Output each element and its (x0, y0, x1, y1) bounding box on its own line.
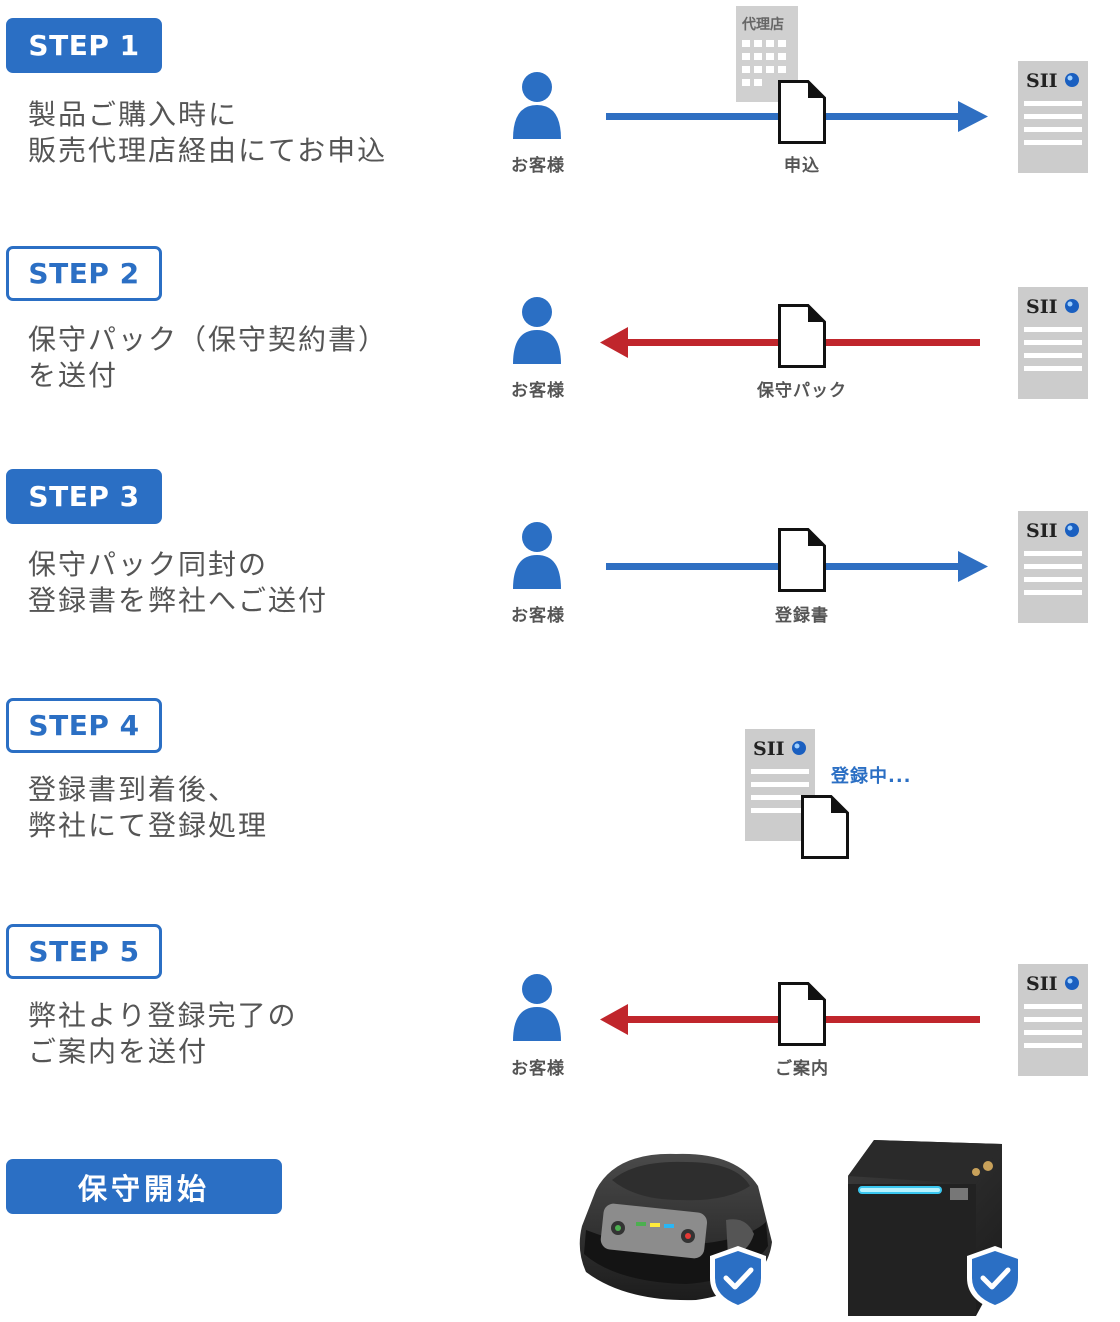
step2-badge: STEP 2 (6, 246, 162, 301)
document-icon (778, 528, 826, 592)
sii-logo: SII (1026, 520, 1058, 542)
document-icon (801, 795, 849, 859)
sii-building-icon (1018, 964, 1088, 1076)
customer-person-icon (513, 297, 561, 364)
step3-description: 保守パック同封の 登録書を弊社へご送付 (28, 548, 329, 617)
step2-description: 保守パック（保守契約書） を送付 (28, 323, 389, 392)
step5-customer-label: お客様 (511, 1059, 565, 1079)
desktop-printer-image (848, 1140, 1002, 1316)
step1-customer-label: お客様 (511, 156, 565, 176)
sii-building-icon (1018, 511, 1088, 623)
customer-person-icon (513, 72, 561, 139)
step2-customer-label: お客様 (511, 381, 565, 401)
sii-logo: SII (1026, 70, 1058, 92)
sii-logo: SII (1026, 973, 1058, 995)
step5-badge: STEP 5 (6, 924, 162, 979)
step5-doc-label: ご案内 (775, 1059, 829, 1079)
document-icon (778, 304, 826, 368)
customer-person-icon (513, 974, 561, 1041)
sii-logo: SII (1026, 296, 1058, 318)
step1-doc-label: 申込 (784, 156, 820, 176)
step1-description: 製品ご購入時に 販売代理店経由にてお申込 (28, 98, 388, 167)
step1-badge: STEP 1 (6, 18, 162, 73)
document-icon (778, 982, 826, 1046)
sii-logo: SII (753, 738, 785, 760)
step3-doc-label: 登録書 (775, 606, 829, 626)
document-icon (778, 80, 826, 144)
agent-building-icon (736, 6, 798, 102)
registering-status: 登録中... (831, 766, 912, 787)
maintenance-start-badge: 保守開始 (6, 1159, 282, 1214)
check-shield-icon (710, 1246, 766, 1310)
agent-label: 代理店 (742, 17, 784, 33)
step3-badge: STEP 3 (6, 469, 162, 524)
sii-building-icon (1018, 287, 1088, 399)
step4-description: 登録書到着後、 弊社にて登録処理 (28, 773, 269, 842)
customer-person-icon (513, 522, 561, 589)
sii-building-icon (1018, 61, 1088, 173)
step3-customer-label: お客様 (511, 606, 565, 626)
check-shield-icon (967, 1246, 1023, 1310)
step5-description: 弊社より登録完了の ご案内を送付 (28, 999, 298, 1068)
step4-badge: STEP 4 (6, 698, 162, 753)
step2-doc-label: 保守パック (757, 381, 847, 401)
